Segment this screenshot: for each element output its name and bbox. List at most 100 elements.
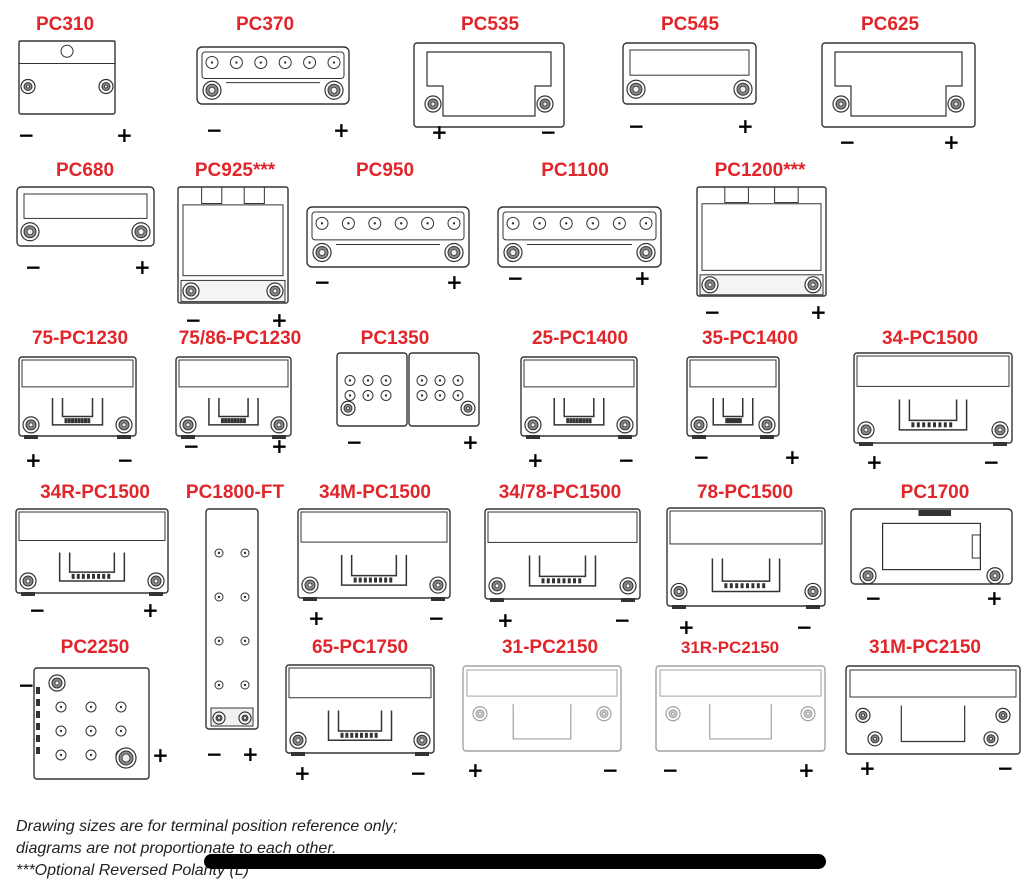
terminal-post <box>312 242 332 263</box>
terminal-post <box>832 95 850 113</box>
left-terminal-sign: + <box>25 448 42 472</box>
model-label: PC680 <box>55 160 115 181</box>
battery-outline <box>821 42 976 128</box>
terminal-post <box>524 416 542 434</box>
terminal-post <box>266 282 284 300</box>
right-terminal-sign: − <box>618 448 635 472</box>
model-label: 31R-PC2150 <box>680 638 780 657</box>
left-terminal-sign: + <box>294 761 311 785</box>
battery-outline <box>462 665 622 752</box>
terminal-post <box>20 78 36 95</box>
right-terminal-sign: − <box>540 120 557 144</box>
terminal-post <box>596 706 612 722</box>
right-terminal-sign: + <box>737 114 754 138</box>
terminal-post <box>804 276 822 294</box>
terminal-post <box>22 416 40 434</box>
right-terminal-sign: + <box>333 118 350 142</box>
left-terminal-sign: − <box>185 308 202 332</box>
right-terminal-sign: + <box>271 434 288 458</box>
model-label: PC545 <box>660 14 720 35</box>
footnote-line-2: diagrams are not proportionate to each o… <box>16 840 337 857</box>
terminal-post <box>619 577 637 595</box>
model-label: PC1700 <box>900 482 970 503</box>
terminal-post <box>670 582 688 601</box>
left-terminal-sign: + <box>859 756 876 780</box>
terminal-post <box>986 567 1004 585</box>
terminal-post <box>472 706 488 722</box>
right-terminal-sign: + <box>142 598 159 622</box>
footnote-line-1: Drawing sizes are for terminal position … <box>16 818 398 835</box>
battery-outline <box>205 508 259 730</box>
model-label: PC1350 <box>360 328 430 349</box>
right-terminal-sign: + <box>242 742 259 766</box>
terminal-post <box>424 95 442 113</box>
battery-outline <box>686 356 780 440</box>
battery-outline <box>16 186 155 247</box>
terminal-post <box>733 79 753 99</box>
terminal-post <box>115 747 137 769</box>
terminal-post <box>324 80 344 100</box>
right-terminal-sign: + <box>116 123 133 147</box>
terminal-post <box>444 242 464 263</box>
terminal-post <box>202 80 222 100</box>
left-terminal-sign: + <box>497 608 514 632</box>
right-terminal-sign: + <box>943 130 960 154</box>
terminal-post <box>995 707 1011 724</box>
model-label: 78-PC1500 <box>696 482 794 503</box>
model-label: PC370 <box>235 14 295 35</box>
right-terminal-sign: − <box>410 761 427 785</box>
terminal-post <box>616 416 634 434</box>
right-terminal-sign: + <box>784 445 801 469</box>
model-label: 31M-PC2150 <box>869 637 981 658</box>
terminal-post <box>991 421 1009 439</box>
left-terminal-sign: − <box>704 300 721 324</box>
terminal-post <box>701 276 719 294</box>
terminal-post <box>182 282 200 300</box>
right-terminal-sign: + <box>134 255 151 279</box>
battery-outline <box>696 186 827 297</box>
terminal-post <box>636 242 656 263</box>
terminal-post <box>131 222 151 242</box>
model-label: PC535 <box>460 14 520 35</box>
model-label: 31-PC2150 <box>501 637 599 658</box>
terminal-post <box>503 242 523 263</box>
battery-outline <box>497 206 662 268</box>
model-label: 34-PC1500 <box>881 328 979 349</box>
left-terminal-sign: + <box>308 606 325 630</box>
home-indicator-bar[interactable] <box>204 854 826 869</box>
battery-outline <box>297 508 451 602</box>
left-terminal-sign: + <box>467 758 484 782</box>
terminal-post <box>690 416 708 434</box>
right-terminal-sign: − <box>602 758 619 782</box>
left-terminal-sign: − <box>507 266 524 290</box>
right-terminal-sign: + <box>810 300 827 324</box>
terminal-post <box>800 706 816 722</box>
terminal-post <box>289 731 307 749</box>
battery-outline <box>18 356 137 440</box>
model-label: 34/78-PC1500 <box>498 482 622 503</box>
left-terminal-sign: − <box>18 123 35 147</box>
battery-outline <box>853 352 1013 447</box>
left-terminal-sign: − <box>206 118 223 142</box>
battery-outline <box>196 46 350 105</box>
right-terminal-sign: + <box>152 743 169 767</box>
model-label: 35-PC1400 <box>701 328 799 349</box>
battery-outline <box>655 665 826 752</box>
terminal-post <box>947 95 965 113</box>
model-label: 34M-PC1500 <box>319 482 431 503</box>
battery-outline <box>666 507 826 610</box>
terminal-post <box>859 567 877 585</box>
model-label: 34R-PC1500 <box>40 482 150 503</box>
terminal-post <box>20 222 40 242</box>
left-terminal-sign: + <box>431 120 448 144</box>
right-terminal-sign: + <box>798 758 815 782</box>
left-terminal-sign: + <box>678 615 695 639</box>
battery-outline <box>845 665 1021 755</box>
model-label: PC950 <box>355 160 415 181</box>
left-terminal-sign: − <box>693 445 710 469</box>
battery-outline <box>175 356 292 440</box>
left-terminal-sign: + <box>527 448 544 472</box>
right-terminal-sign: − <box>997 756 1014 780</box>
battery-outline <box>484 508 641 603</box>
terminal-post <box>19 572 37 590</box>
